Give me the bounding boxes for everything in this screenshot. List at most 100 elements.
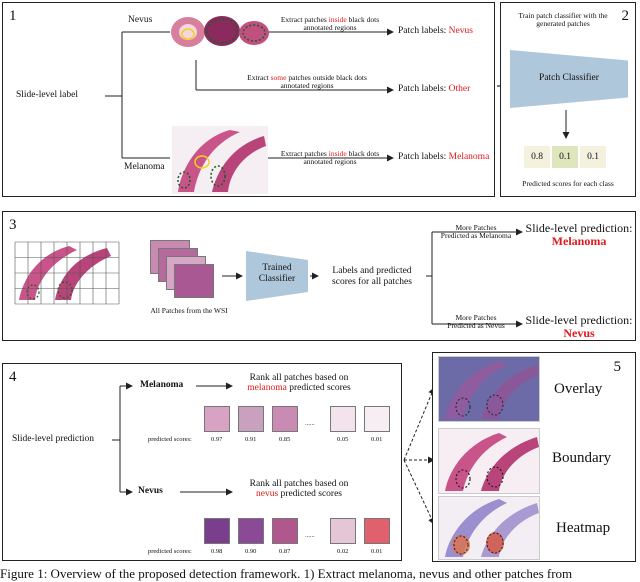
nevus-extract-line2: annotated regions <box>303 23 357 33</box>
wsi-patch-stack <box>150 240 220 302</box>
melanoma-extract-line2: annotated regions <box>303 157 357 167</box>
stack-patch <box>174 264 214 298</box>
panel-3: 3 <box>2 211 636 341</box>
melanoma-prediction: Slide-level prediction: Melanoma <box>524 221 634 249</box>
more-nevus-text: More Patches Predicted as Nevus <box>430 313 522 331</box>
melanoma-rank-text: Rank all patches based on melanoma predi… <box>234 373 364 394</box>
boundary-label: Boundary <box>552 450 612 466</box>
heatmap-image <box>438 496 540 560</box>
melanoma-patch-4 <box>330 406 356 432</box>
melanoma-rank-line1: Rank all patches based on <box>249 373 349 383</box>
panel-4-nevus-label: Nevus <box>138 486 163 496</box>
nevus-score-3: 0.87 <box>279 548 291 555</box>
nevus-branch-label: Nevus <box>128 15 153 25</box>
nevus-score-4: 0.02 <box>337 548 349 555</box>
melanoma-extract-post: black dots <box>346 149 380 158</box>
nevus-patch-5 <box>364 518 390 544</box>
patch-classifier-label: Patch Classifier <box>539 73 599 83</box>
other-patch-label-value: Other <box>448 84 471 94</box>
nevus-extract-text: Extract patches inside black dots annota… <box>268 15 392 33</box>
panel-1-number: 1 <box>9 8 17 24</box>
panel-2-title-line1: Train patch classifier with the <box>518 11 608 20</box>
more-melanoma-text: More Patches Predicted as Melanoma <box>430 223 522 241</box>
other-extract-pre: Extract <box>247 73 271 82</box>
panel-4-melanoma-label: Melanoma <box>140 380 184 390</box>
nevus-prediction-title: Slide-level prediction: <box>525 313 633 327</box>
nevus-scores-label: predicted scores: <box>148 548 192 555</box>
nevus-extract-post: black dots <box>346 15 380 24</box>
nevus-patch-label-value: Nevus <box>448 26 473 36</box>
melanoma-patch-label: Patch labels: Melanoma <box>398 152 489 162</box>
nevus-slides-image <box>170 10 270 52</box>
melanoma-rank-highlight: melanoma <box>247 383 287 394</box>
melanoma-rank-post: predicted scores <box>286 383 351 394</box>
melanoma-extract-pre: Extract patches <box>280 149 329 158</box>
nevus-rank-post: predicted scores <box>278 489 342 500</box>
heatmap-label: Heatmap <box>556 520 611 536</box>
nevus-score-ellipsis: ...... <box>305 532 315 539</box>
nevus-rank-line1: Rank all patches based on <box>249 479 349 489</box>
other-patch-label-prefix: Patch labels: <box>398 84 449 94</box>
melanoma-prediction-value: Melanoma <box>551 234 607 249</box>
nevus-patch-4 <box>330 518 356 544</box>
labels-scores-text: Labels and predicted scores for all patc… <box>332 266 412 287</box>
score-cell-2: 0.1 <box>552 146 578 168</box>
melanoma-slide-image <box>172 126 268 194</box>
nevus-prediction-value: Nevus <box>563 326 595 341</box>
more-melanoma-line2: Predicted as Melanoma <box>440 231 512 241</box>
more-nevus-line2: Predicted as Nevus <box>447 321 505 331</box>
overlay-image <box>438 356 540 422</box>
nevus-patch-2 <box>238 518 264 544</box>
melanoma-branch-label: Melanoma <box>124 162 165 172</box>
melanoma-patch-label-prefix: Patch labels: <box>398 152 449 162</box>
panel-2-title-line2: generated patches <box>536 19 590 29</box>
predicted-scores-caption: Predicted scores for each class <box>522 179 614 188</box>
nevus-patch-label: Patch labels: Nevus <box>398 26 473 36</box>
melanoma-score-ellipsis: ...... <box>305 420 315 427</box>
melanoma-extract-text: Extract patches inside black dots annota… <box>268 149 392 167</box>
melanoma-patch-5 <box>364 406 390 432</box>
other-patch-label: Patch labels: Other <box>398 84 470 94</box>
nevus-score-1: 0.98 <box>211 548 223 555</box>
slide-level-prediction: Slide-level prediction <box>12 434 95 444</box>
more-melanoma-line1: More Patches <box>455 223 497 232</box>
panel-3-number: 3 <box>9 217 17 233</box>
trained-classifier-label: Trained Classifier <box>258 263 296 284</box>
nevus-extract-pre: Extract patches <box>280 15 329 24</box>
trained-classifier-shape <box>246 251 308 301</box>
melanoma-patch-2 <box>238 406 264 432</box>
melanoma-prediction-title: Slide-level prediction: <box>525 221 633 235</box>
nevus-rank-text: Rank all patches based on nevus predicte… <box>234 479 364 500</box>
score-cell-1: 0.8 <box>524 146 550 168</box>
other-extract-text: Extract some patches outside black dots … <box>222 73 392 91</box>
overlay-label: Overlay <box>554 381 603 397</box>
score-cell-3: 0.1 <box>580 146 606 168</box>
other-extract-post: patches outside black dots <box>286 73 367 82</box>
figure-caption: Figure 1: Overview of the proposed detec… <box>0 566 573 581</box>
melanoma-score-5: 0.01 <box>371 436 383 443</box>
melanoma-score-1: 0.97 <box>211 436 223 443</box>
nevus-patch-3 <box>272 518 298 544</box>
other-extract-highlight: some <box>270 73 287 82</box>
panel-2-number: 2 <box>621 8 630 24</box>
melanoma-patch-3 <box>272 406 298 432</box>
nevus-score-2: 0.90 <box>245 548 257 555</box>
nevus-rank-highlight: nevus <box>255 489 279 500</box>
nevus-patch-label-prefix: Patch labels: <box>398 26 449 36</box>
slide-level-label: Slide-level label <box>16 90 78 100</box>
panel-4-number: 4 <box>9 369 17 385</box>
more-nevus-line1: More Patches <box>455 313 497 322</box>
other-extract-line2: annotated regions <box>280 81 334 91</box>
melanoma-score-2: 0.91 <box>245 436 257 443</box>
panel-5-number: 5 <box>613 359 622 375</box>
melanoma-score-4: 0.05 <box>337 436 349 443</box>
wsi-grid-image <box>14 241 120 305</box>
nevus-patch-1 <box>204 518 230 544</box>
melanoma-scores-label: predicted scores: <box>148 436 192 443</box>
melanoma-patch-label-value: Melanoma <box>448 152 490 162</box>
nevus-score-5: 0.01 <box>371 548 383 555</box>
melanoma-extract-highlight: inside <box>328 149 347 158</box>
